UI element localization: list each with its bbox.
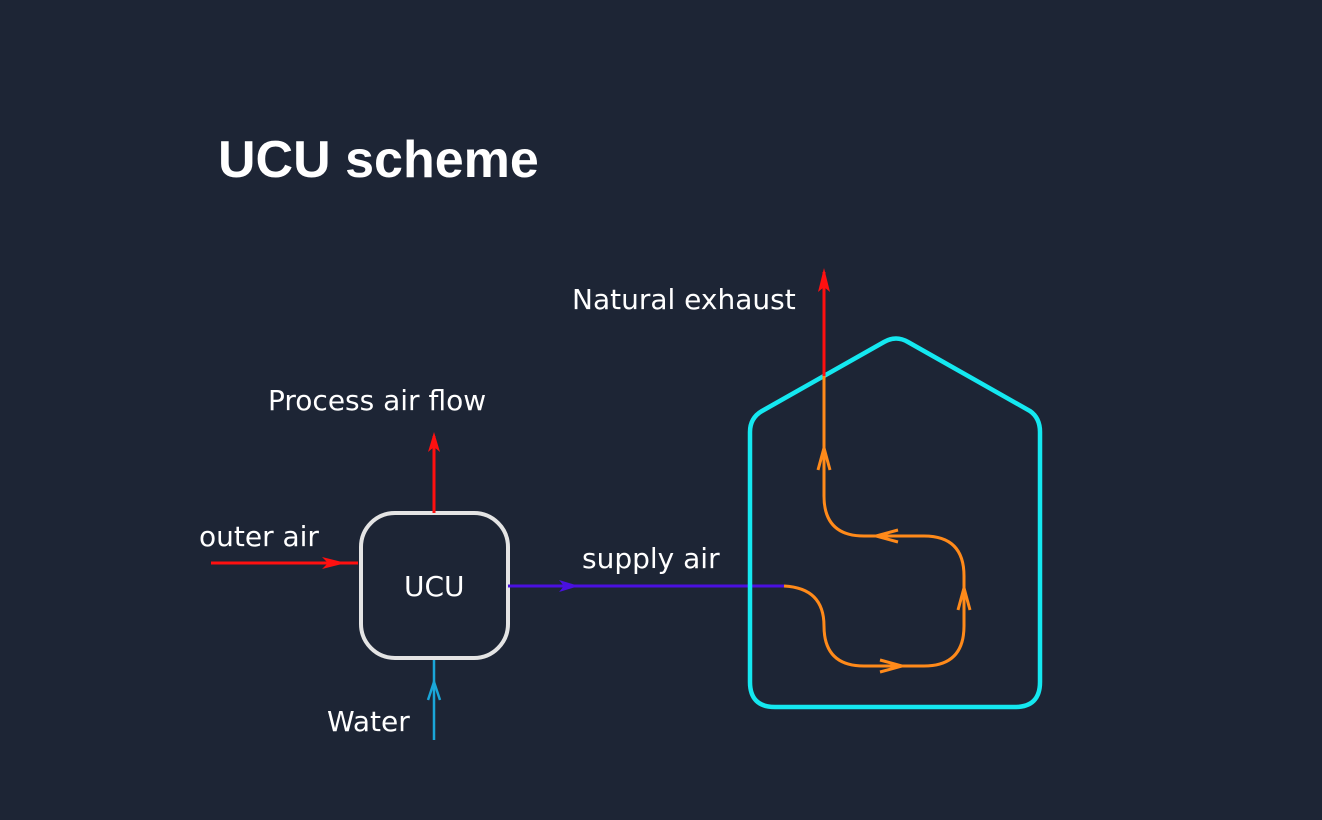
- natural-exhaust-label: Natural exhaust: [572, 283, 796, 316]
- diagram-title: UCU scheme: [218, 131, 539, 189]
- internal-air-flow: [783, 375, 972, 674]
- natural-exhaust-arrow: [818, 268, 830, 376]
- house-outline: [747, 336, 1043, 710]
- process-air-flow-label: Process air flow: [268, 384, 487, 417]
- process-air-arrow: [428, 432, 440, 513]
- supply-air-label: supply air: [582, 542, 720, 575]
- outer-air-label: outer air: [199, 520, 319, 553]
- water-label: Water: [327, 705, 410, 738]
- ucu-label: UCU: [404, 570, 465, 603]
- supply-air-arrow: [508, 580, 784, 592]
- outer-air-arrow: [211, 557, 358, 569]
- water-arrow: [426, 660, 442, 740]
